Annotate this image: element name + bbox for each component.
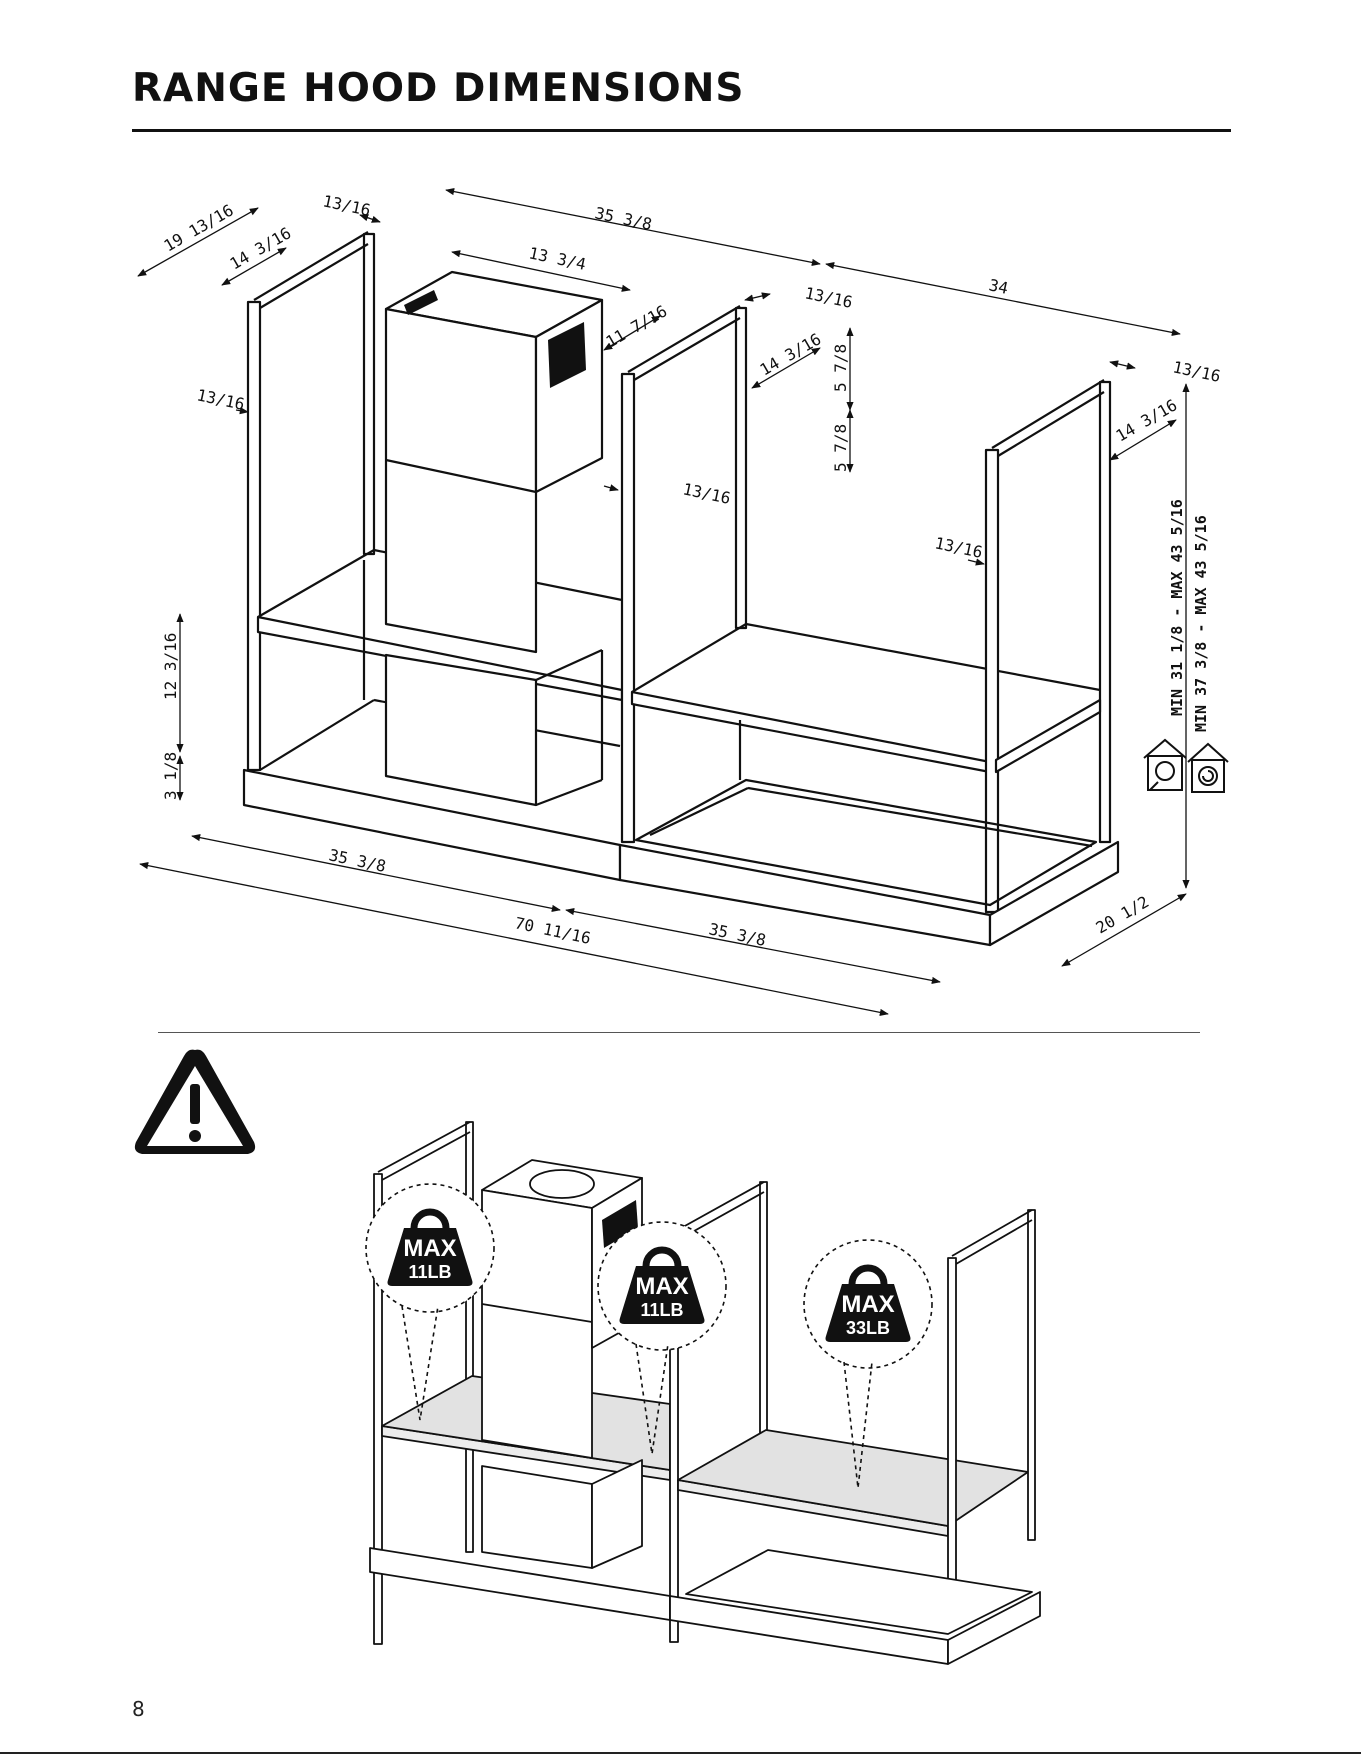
dimension-drawing: 19 13/16 14 3/16 13/16 35 3/8 13 3/4 11 … — [0, 0, 1361, 1020]
dim-post-gap-left: 13/16 — [195, 385, 246, 414]
dim-height-flat: MIN 31 1/8 - MAX 43 5/16 — [1168, 499, 1186, 716]
dim-chimney-depth: 11 7/16 — [603, 301, 671, 351]
bottom-rule — [0, 1752, 1361, 1754]
ceiling-sloped-icon — [1188, 744, 1228, 792]
dim-shelf-height: 12 3/16 — [161, 633, 180, 700]
page-number: 8 — [132, 1697, 145, 1721]
weight-max-right: MAX — [841, 1291, 894, 1318]
dim-vert-upper: 5 7/8 — [831, 344, 850, 392]
ceiling-flat-icon — [1144, 740, 1186, 790]
dim-top-width-left: 35 3/8 — [593, 203, 653, 234]
weight-value-center: 11LB — [640, 1300, 683, 1320]
warning-triangle-icon — [130, 1042, 260, 1162]
dim-total-width: 70 11/16 — [513, 913, 592, 948]
dim-base-height: 3 1/8 — [161, 752, 180, 800]
weight-max-left: MAX — [403, 1235, 456, 1262]
dim-top-gap-middle: 13/16 — [803, 283, 854, 312]
dim-vert-lower: 5 7/8 — [831, 424, 850, 472]
dim-side-depth-total: 19 13/16 — [161, 200, 237, 255]
dim-top-gap-right: 13/16 — [1171, 357, 1222, 386]
dim-top-width-right: 34 — [987, 275, 1010, 298]
hood-frame — [244, 232, 1118, 945]
dim-post-gap-middle: 13/16 — [681, 479, 732, 508]
dim-inner-depth-middle: 14 3/16 — [757, 329, 825, 379]
dim-post-gap-right: 13/16 — [933, 533, 984, 562]
weight-value-right: 33LB — [846, 1318, 890, 1338]
dim-top-gap-left: 13/16 — [321, 191, 372, 220]
weight-limit-diagram: MAX 11LB MAX 11LB MAX 33LB — [340, 1108, 1100, 1748]
dim-height-sloped: MIN 37 3/8 - MAX 43 5/16 — [1192, 515, 1210, 732]
dim-bottom-width-left: 35 3/8 — [327, 845, 387, 876]
dim-bottom-width-right: 35 3/8 — [707, 919, 767, 950]
section-rule — [158, 1032, 1200, 1033]
weight-max-center: MAX — [635, 1273, 688, 1300]
weight-value-left: 11LB — [408, 1262, 451, 1282]
